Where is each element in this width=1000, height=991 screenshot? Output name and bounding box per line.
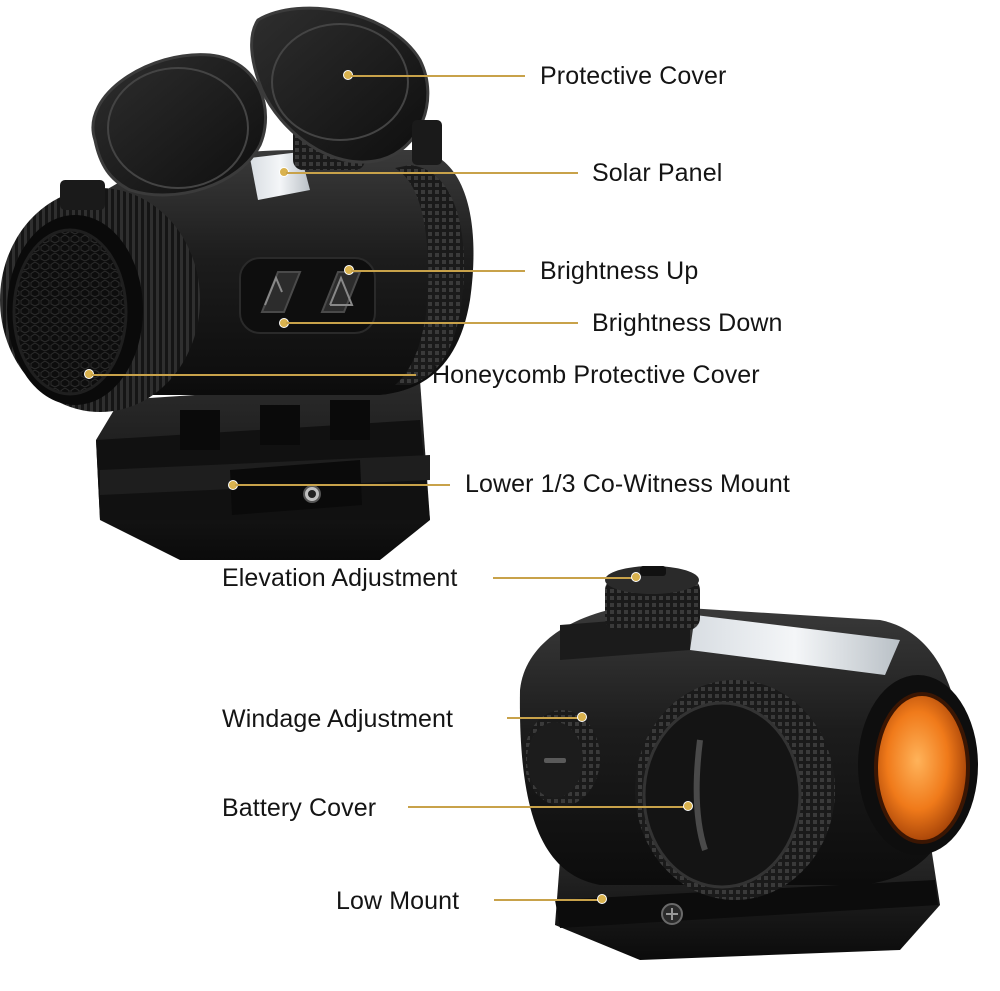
brightness-down-leader <box>286 322 578 324</box>
brightness-up-label: Brightness Up <box>540 257 699 285</box>
honeycomb-lens-shape <box>0 188 200 412</box>
battery-cover-dot <box>683 801 693 811</box>
elevation-label: Elevation Adjustment <box>222 564 458 592</box>
windage-turret-shape <box>524 710 600 806</box>
windage-label: Windage Adjustment <box>222 705 454 733</box>
solar-panel-leader <box>286 172 578 174</box>
low-mount-leader <box>494 899 599 901</box>
co-witness-mount-shape <box>96 380 430 560</box>
elevation-turret-shape <box>605 566 700 630</box>
battery-cover-leader <box>408 806 685 808</box>
protective-cover-label: Protective Cover <box>540 62 727 90</box>
solar-panel-label: Solar Panel <box>592 159 723 187</box>
co-witness-mount-leader <box>235 484 450 486</box>
windage-dot <box>577 712 587 722</box>
battery-cover-label: Battery Cover <box>222 794 377 822</box>
protective-covers-shape <box>60 6 442 210</box>
elevation-leader <box>493 577 633 579</box>
honeycomb-cover-label: Honeycomb Protective Cover <box>432 361 760 389</box>
low-mount-label: Low Mount <box>336 887 460 915</box>
low-mount-dot <box>597 894 607 904</box>
brightness-buttons-shape <box>239 257 376 334</box>
protective-cover-leader <box>350 75 525 77</box>
elevation-dot <box>631 572 641 582</box>
windage-leader <box>507 717 579 719</box>
brightness-up-leader <box>351 270 525 272</box>
honeycomb-cover-leader <box>91 374 416 376</box>
orange-lens-shape <box>858 675 978 855</box>
co-witness-mount-label: Lower 1/3 Co-Witness Mount <box>465 470 790 498</box>
battery-cover-shape <box>635 680 835 900</box>
brightness-down-label: Brightness Down <box>592 309 783 337</box>
compact-solar-panel-shape <box>690 615 900 675</box>
